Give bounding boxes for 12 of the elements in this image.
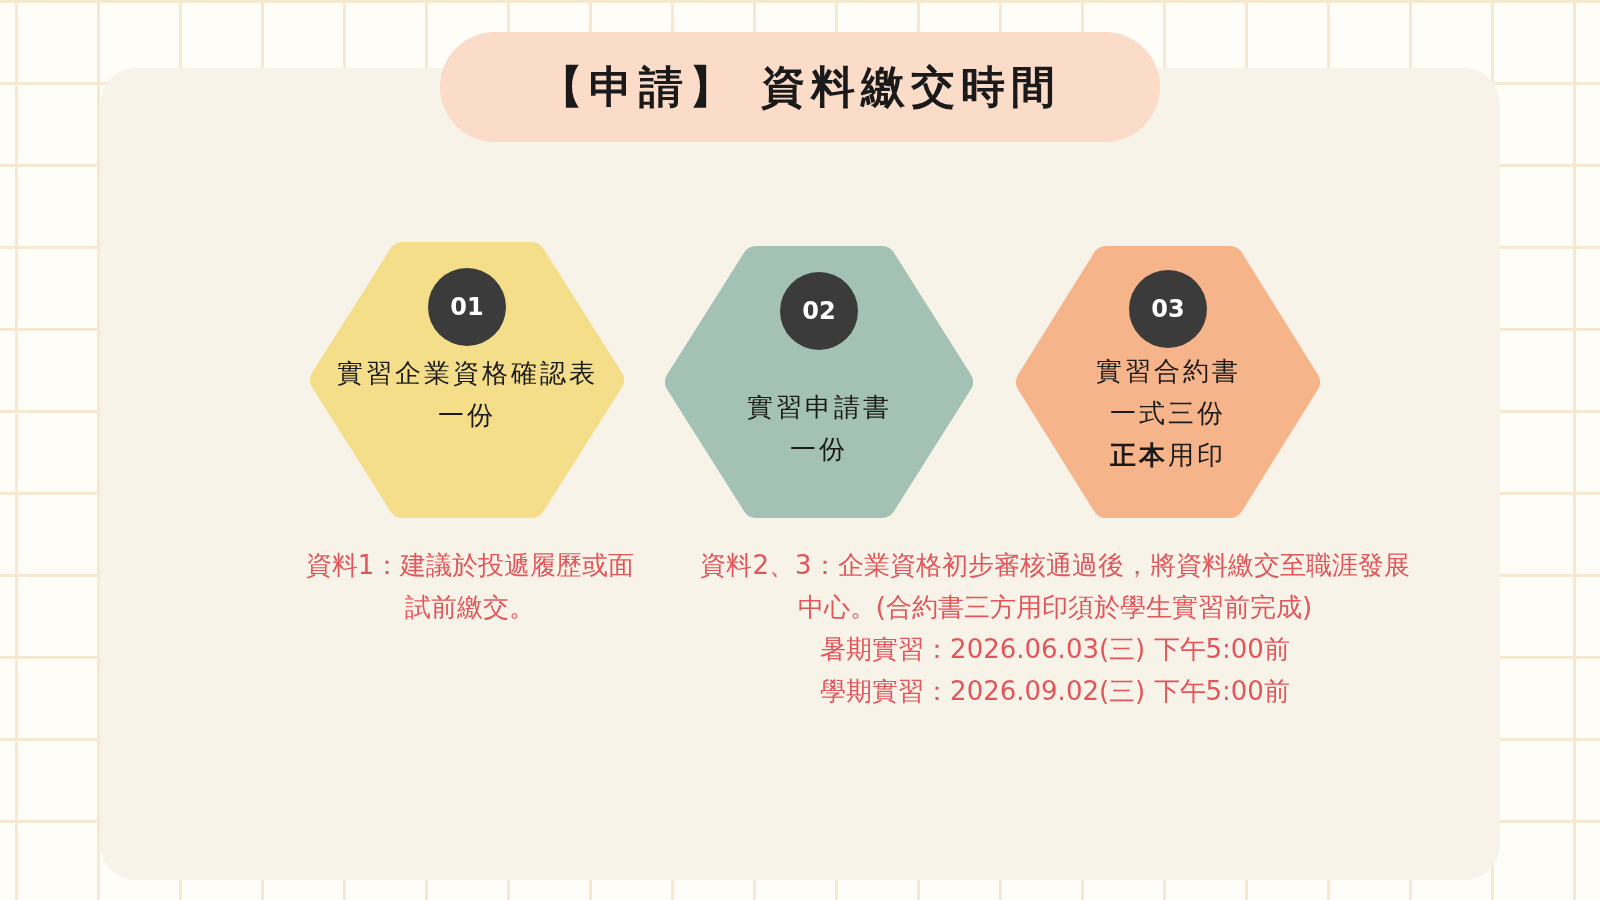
title-banner: 【申請】 資料繳交時間 [440,32,1160,142]
step-text: 實習企業資格確認表 [336,357,598,390]
note-text: 資料2、3：企業資格初步審核通過後，將資料繳交至職涯發展中心。(合約書三方用印須於學生實習前完成) [700,549,1410,624]
step-text: 實習合約書 [1095,355,1241,388]
step-text: 實習申請書 [746,391,892,424]
deadline-text: 暑期實習：2026.06.03(三) 下午5:00前 [820,633,1290,666]
step-text: 正本用印 [1110,439,1226,472]
step-text: 一式三份 [1110,397,1226,430]
step-text: 一份 [438,399,496,432]
deadline-text: 學期實習：2026.09.02(三) 下午5:00前 [820,675,1290,708]
step-text: 一份 [790,433,848,466]
note-text: 資料1：建議於投遞履歷或面試前繳交。 [305,550,635,622]
